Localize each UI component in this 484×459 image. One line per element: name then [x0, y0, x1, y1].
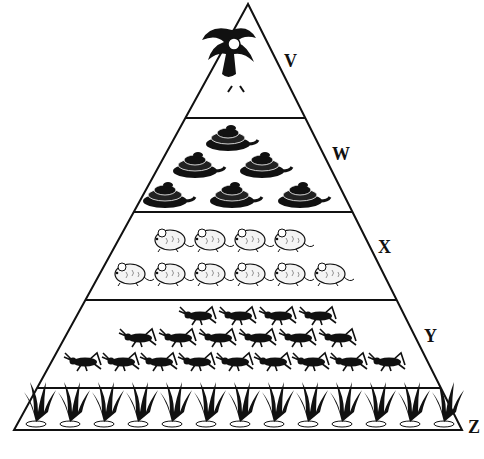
snake-icon — [240, 152, 292, 178]
cricket-icon — [179, 307, 216, 325]
grass-icon — [24, 382, 56, 427]
cricket-icon — [292, 353, 329, 371]
level-letter: X — [378, 238, 391, 256]
mouse-icon — [235, 263, 274, 286]
mouse-icon — [315, 263, 354, 286]
grass-icon — [262, 382, 294, 427]
grass-icon — [160, 382, 192, 427]
cricket-icon — [199, 329, 236, 347]
snake-icon — [143, 182, 195, 208]
band-divider — [37, 387, 441, 389]
grass-icon — [92, 382, 124, 427]
grass-icon — [398, 382, 430, 427]
mouse-icon — [235, 229, 274, 252]
mouse-icon — [195, 229, 234, 252]
cricket-icon — [299, 307, 336, 325]
grass-icon — [194, 382, 226, 427]
cricket-icon — [64, 353, 101, 371]
snake-icon — [173, 152, 225, 178]
grass-icon — [330, 382, 362, 427]
mouse-icon — [115, 263, 154, 286]
cricket-icon — [319, 329, 356, 347]
grass-icon — [364, 382, 396, 427]
snake-icon — [210, 182, 262, 208]
level-letter: W — [332, 145, 350, 163]
cricket-icon — [368, 353, 405, 371]
mouse-icon — [275, 229, 314, 252]
cricket-icon — [239, 329, 276, 347]
cricket-icon — [216, 353, 253, 371]
level-letter: V — [284, 52, 297, 70]
cricket-icon — [102, 353, 139, 371]
cricket-icon — [279, 329, 316, 347]
band-divider — [85, 299, 396, 301]
mouse-icon — [195, 263, 234, 286]
cricket-icon — [330, 353, 367, 371]
cricket-icon — [219, 307, 256, 325]
cricket-icon — [119, 329, 156, 347]
grass-icon — [228, 382, 260, 427]
cricket-icon — [159, 329, 196, 347]
level-letter: Y — [424, 327, 437, 345]
grass-icon — [432, 382, 464, 427]
mouse-icon — [155, 263, 194, 286]
cricket-icon — [140, 353, 177, 371]
cricket-icon — [254, 353, 291, 371]
snake-icon — [278, 182, 330, 208]
mouse-icon — [275, 263, 314, 286]
band-divider — [134, 211, 353, 213]
cricket-icon — [259, 307, 296, 325]
grass-icon — [296, 382, 328, 427]
level-letter: Z — [468, 418, 480, 436]
grass-icon — [58, 382, 90, 427]
cricket-icon — [178, 353, 215, 371]
band-divider — [185, 117, 305, 119]
grass-icon — [126, 382, 158, 427]
mouse-icon — [155, 229, 194, 252]
snake-icon — [206, 125, 258, 151]
